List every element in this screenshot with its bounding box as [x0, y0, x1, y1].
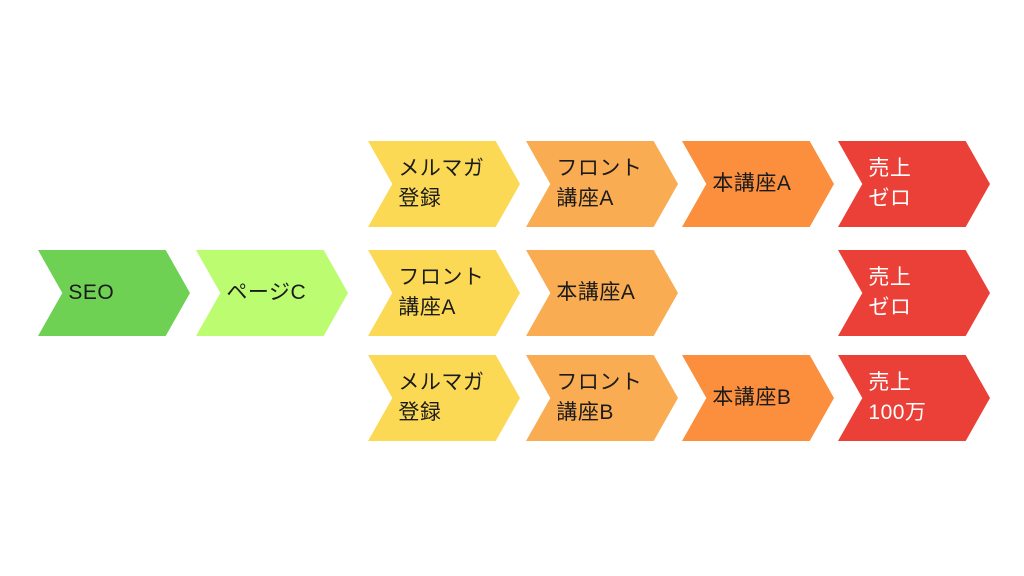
row-1-step-2-label: フロント 講座A [556, 157, 643, 210]
row-1-step-1[interactable]: メルマガ 登録 [368, 141, 520, 227]
row-2-step-2-label: 本講座A [556, 281, 636, 305]
row-3-step-4[interactable]: 売上 100万 [838, 355, 990, 441]
row-3-step-3[interactable]: 本講座B [682, 355, 834, 441]
row-3-step-2[interactable]: フロント 講座B [526, 355, 678, 441]
row-3-step-2-label: フロント 講座B [556, 371, 643, 424]
row-2-step-3-empty [682, 250, 834, 336]
entry-step-1-label: SEO [68, 281, 115, 305]
row-2-step-1-label: フロント 講座A [398, 266, 485, 319]
row-3-step-3-label: 本講座B [712, 386, 792, 410]
entry-step-1[interactable]: SEO [38, 250, 190, 336]
row-1-step-1-label: メルマガ 登録 [398, 157, 485, 210]
row-2-step-2[interactable]: 本講座A [526, 250, 678, 336]
row-3-step-4-label: 売上 100万 [868, 371, 927, 424]
row-1-step-3-label: 本講座A [712, 172, 792, 196]
row-1-step-2[interactable]: フロント 講座A [526, 141, 678, 227]
row-2-step-4[interactable]: 売上 ゼロ [838, 250, 990, 336]
row-1-step-4[interactable]: 売上 ゼロ [838, 141, 990, 227]
row-3-step-1[interactable]: メルマガ 登録 [368, 355, 520, 441]
row-2-step-4-label: 売上 ゼロ [868, 266, 912, 319]
row-1-step-4-label: 売上 ゼロ [868, 157, 912, 210]
row-1-step-3[interactable]: 本講座A [682, 141, 834, 227]
row-2-step-1[interactable]: フロント 講座A [368, 250, 520, 336]
row-3-step-1-label: メルマガ 登録 [398, 371, 485, 424]
entry-step-2[interactable]: ページC [196, 250, 348, 336]
entry-step-2-label: ページC [226, 281, 307, 305]
